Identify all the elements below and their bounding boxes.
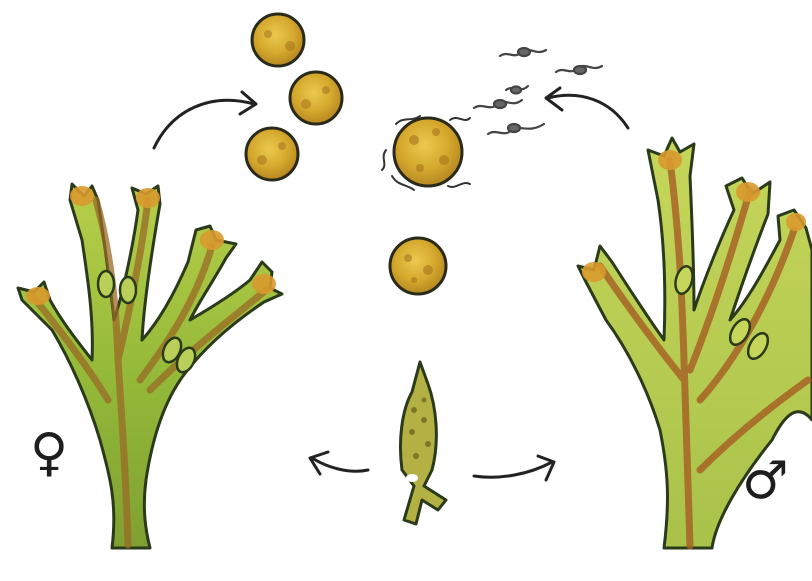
egg-cell: [252, 14, 304, 66]
arrow-male-to-sperm: [546, 88, 628, 128]
female-thallus: [18, 184, 282, 548]
male-symbol: ♂: [742, 451, 789, 511]
zygote: [390, 238, 446, 294]
sperm-cells: [474, 48, 602, 134]
egg-cell: [246, 128, 298, 180]
arrow-juvenile-to-female: [310, 452, 368, 474]
sperm-cell: [474, 100, 522, 108]
arrow-female-to-eggs: [154, 92, 256, 148]
fertilizing-egg: [382, 116, 470, 190]
egg-cell: [290, 72, 342, 124]
sperm-cell: [556, 66, 602, 74]
arrow-juvenile-to-male: [474, 456, 554, 480]
juvenile-sporeling: [400, 362, 446, 524]
sperm-cell: [488, 124, 544, 134]
sperm-cell: [506, 86, 528, 94]
sperm-cell: [500, 48, 546, 56]
egg-cells: [246, 14, 342, 180]
female-symbol: ♀: [30, 423, 68, 483]
